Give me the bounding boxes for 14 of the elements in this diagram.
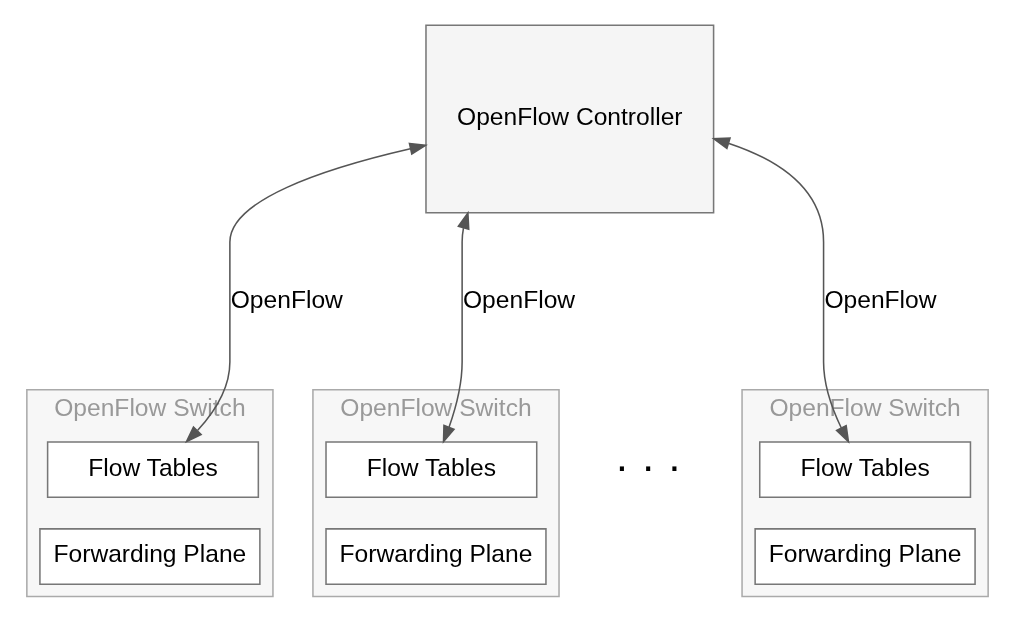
arrow: [711, 137, 850, 444]
label: · · ·: [614, 441, 682, 490]
node-box: Flow Tables: [325, 441, 538, 499]
edge-label: OpenFlow: [824, 285, 937, 313]
node-box: Flow Tables: [758, 441, 972, 499]
node-box: Flow Tables: [46, 441, 260, 499]
arrow: [442, 210, 470, 444]
node-box: Forwarding Plane: [754, 528, 976, 585]
node-box: OpenFlow Controller: [425, 24, 715, 214]
node-box: Forwarding Plane: [325, 528, 547, 585]
edge-label: OpenFlow: [230, 285, 343, 313]
edge-label: OpenFlow: [462, 285, 576, 313]
node-box: Forwarding Plane: [39, 528, 261, 585]
arrow: [184, 142, 428, 444]
